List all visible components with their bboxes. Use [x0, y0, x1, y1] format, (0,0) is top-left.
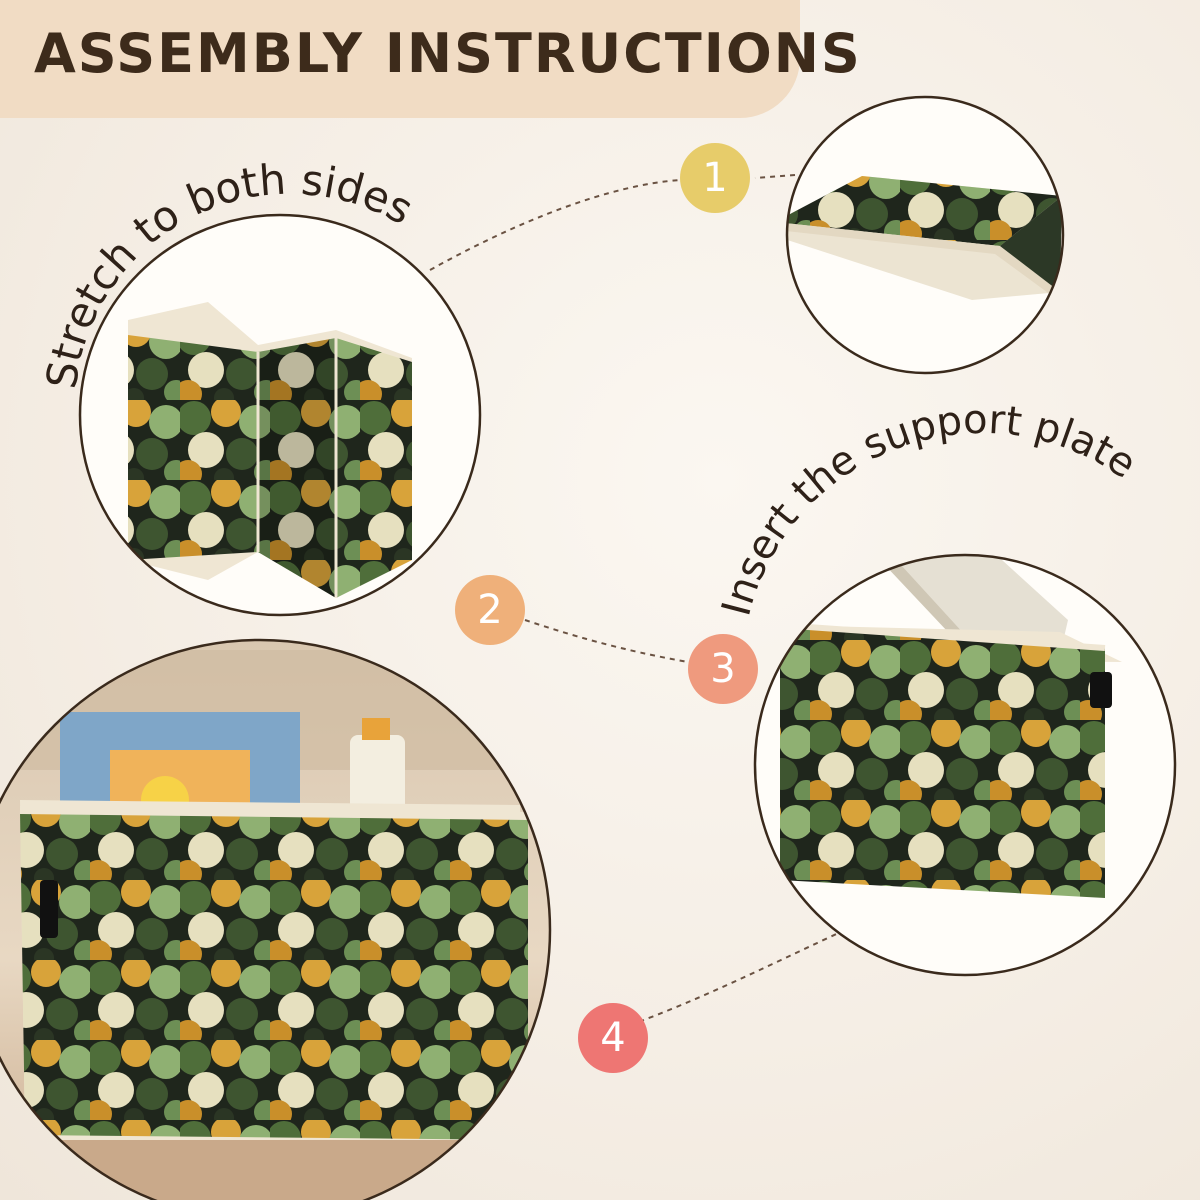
step-3-badge: 3 [688, 634, 758, 704]
step-3-image [753, 553, 1177, 977]
step-1-circle [785, 95, 1065, 375]
dashed-connectors [429, 174, 846, 1026]
step-3-circle [753, 553, 1177, 977]
title-banner: ASSEMBLY INSTRUCTIONS [0, 0, 860, 118]
step-4-badge: 4 [578, 1003, 648, 1073]
page-title: ASSEMBLY INSTRUCTIONS [34, 22, 862, 85]
step-2-badge: 2 [455, 575, 525, 645]
step-4-circle [0, 638, 552, 1200]
step-1-badge: 1 [680, 143, 750, 213]
step-1-image [785, 95, 1065, 375]
step-2-circle [78, 213, 482, 617]
step-2-image [78, 213, 482, 617]
step-4-image [0, 638, 552, 1200]
